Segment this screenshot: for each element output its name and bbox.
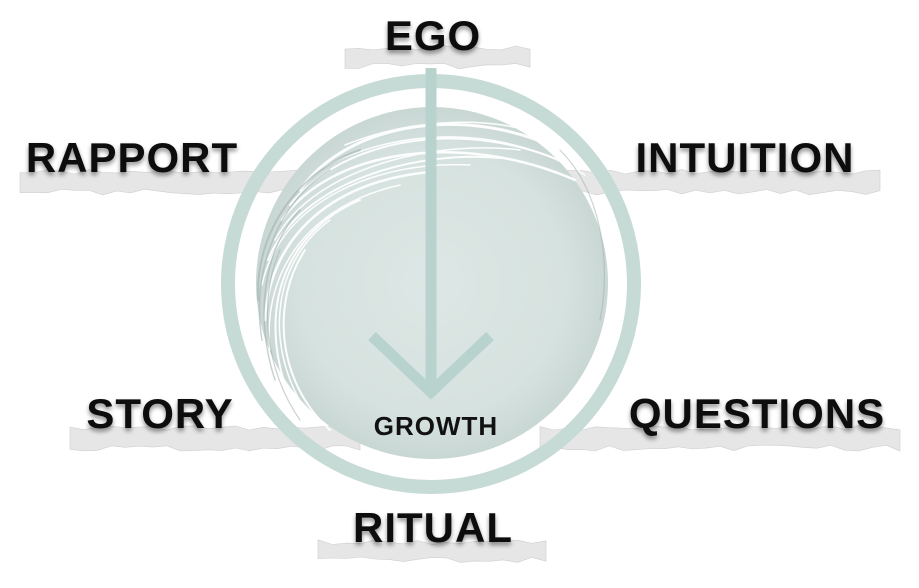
strip-ritual — [317, 539, 547, 563]
center-label-growth: GROWTH — [374, 411, 498, 441]
down-arrow — [368, 68, 494, 400]
node-label-ritual: RITUAL — [353, 504, 513, 551]
node-label-questions: QUESTIONS — [629, 390, 885, 437]
strip-intuition — [539, 169, 881, 196]
node-label-story: STORY — [86, 390, 233, 437]
node-label-ego: EGO — [385, 12, 481, 59]
node-label-intuition: INTUITION — [636, 134, 855, 181]
strip-ego — [344, 45, 531, 70]
torn-paper-strips — [19, 45, 901, 563]
node-label-rapport: RAPPORT — [26, 134, 238, 181]
strip-questions — [539, 425, 901, 452]
